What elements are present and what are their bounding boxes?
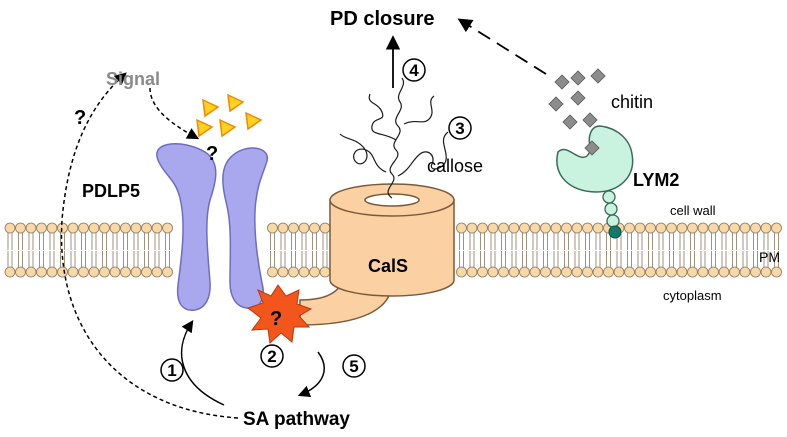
step-1-label: 1: [167, 361, 176, 380]
pdlp5-left-lobe: [156, 143, 217, 311]
lym2-gpi-anchor: [608, 225, 622, 239]
question-mark-star: ?: [270, 308, 282, 330]
lipid-layer-outer: [4, 222, 782, 250]
arrow-chitin-to-pd-closure: [457, 18, 547, 75]
lym2-linker-2: [604, 202, 618, 216]
pdlp5-label: PDLP5: [82, 181, 140, 201]
step-5-label: 5: [349, 357, 358, 376]
step-2-label: 2: [267, 347, 276, 366]
cals-pore: [364, 193, 420, 207]
arrow-sa-to-pdlp5: [180, 320, 225, 406]
lym2-linker-3: [606, 214, 620, 228]
plasma-membrane: [4, 222, 782, 278]
pdlp5-right-lobe: [222, 147, 269, 309]
chitin-label: chitin: [611, 92, 653, 112]
step-marker-3: 3: [448, 116, 472, 140]
question-mark-receptor: ?: [206, 143, 218, 165]
arrow-signal-to-pdlp5: [149, 87, 200, 140]
callose-label: callose: [427, 156, 483, 176]
cals-cylinder-body: [329, 199, 455, 297]
arrows: [60, 18, 547, 419]
step-marker-4: 4: [402, 58, 426, 82]
lym2-head: [556, 125, 634, 193]
lym2-receptor: [556, 125, 634, 239]
cals-enzyme: [299, 183, 455, 326]
step-marker-1: 1: [160, 358, 184, 382]
lym2-label: LYM2: [633, 170, 679, 190]
unknown-factor-star: [246, 284, 313, 345]
step-marker-5: 5: [342, 354, 366, 378]
cell-wall-label: cell wall: [670, 203, 716, 218]
lipid-layer-inner: [4, 251, 782, 278]
signal-molecules: [196, 93, 263, 138]
pm-label: PM: [759, 249, 780, 265]
step-markers: 1 2 3 4 5: [160, 58, 472, 382]
chitin-fragments: [548, 68, 606, 156]
cals-label: CalS: [368, 256, 408, 276]
cytoplasm-label: cytoplasm: [663, 288, 722, 303]
arrow-star-to-sa: [297, 351, 325, 397]
question-mark-left: ?: [74, 107, 86, 129]
callose-strands: [339, 77, 449, 199]
step-4-label: 4: [409, 61, 419, 80]
step-3-label: 3: [455, 119, 464, 138]
step-marker-2: 2: [260, 344, 284, 368]
lym2-linker-1: [602, 190, 616, 204]
signal-label: Signal: [106, 69, 160, 89]
arrow-sa-to-signal: [60, 72, 239, 419]
sa-pathway-label: SA pathway: [243, 409, 350, 430]
pdlp5-receptor: [156, 143, 269, 311]
pd-closure-label: PD closure: [330, 8, 434, 30]
